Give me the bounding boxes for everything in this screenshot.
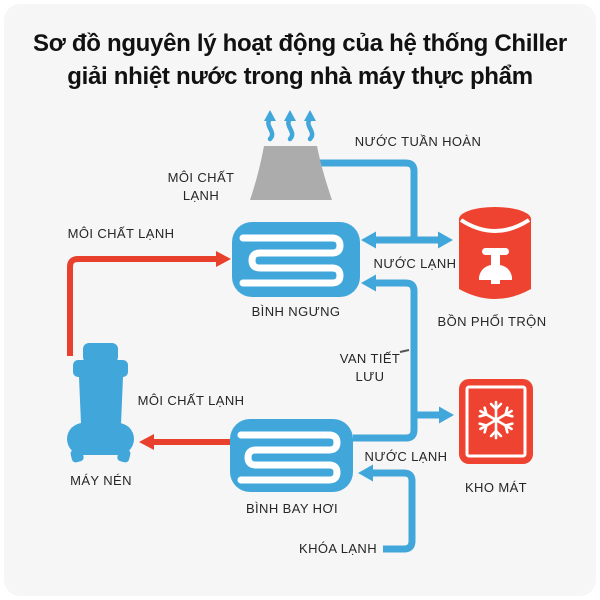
label-refrigerant-tower: MÔI CHẤT LẠNH bbox=[167, 170, 235, 203]
cold-lock-pipe bbox=[371, 469, 416, 553]
arrow-into-cold-storage-icon bbox=[439, 406, 454, 424]
label-refrigerant-condenser: MÔI CHẤT LẠNH bbox=[67, 226, 175, 241]
condenser-unit bbox=[232, 222, 360, 297]
arrow-into-evaporator-icon bbox=[358, 464, 373, 482]
label-cold-water-evaporator: NƯỚC LẠNH bbox=[364, 449, 448, 464]
cold-storage-inner-border bbox=[465, 385, 527, 458]
compressor-to-condenser-pipe bbox=[67, 256, 217, 356]
label-compressor: MÁY NÉN bbox=[70, 473, 132, 488]
expansion-pipe bbox=[353, 279, 418, 442]
arrow-into-condenser-top-icon bbox=[361, 231, 376, 249]
page-title-line2: giải nhiệt nước trong nhà máy thực phẩm bbox=[67, 63, 533, 90]
label-condenser: BÌNH NGƯNG bbox=[251, 304, 341, 319]
arrow-into-compressor-icon bbox=[139, 434, 154, 450]
evaporator-coil-icon bbox=[237, 431, 341, 484]
refrigerant-circuit bbox=[67, 251, 231, 450]
tower-pipe bbox=[316, 159, 418, 243]
arrow-into-tank-icon bbox=[438, 231, 453, 249]
mixer-tank-icon bbox=[459, 207, 531, 299]
label-mixing-tank: BỒN PHỐI TRỘN bbox=[437, 314, 547, 329]
water-arrowheads bbox=[358, 231, 454, 482]
water-pipes bbox=[316, 159, 440, 553]
condenser-coil-icon bbox=[239, 234, 344, 287]
page-title: Sơ đồ nguyên lý hoạt động của hệ thống C… bbox=[0, 27, 600, 93]
cooling-tower-icon bbox=[250, 146, 332, 200]
cold-storage-unit bbox=[459, 379, 533, 464]
page-title-line1: Sơ đồ nguyên lý hoạt động của hệ thống C… bbox=[33, 30, 567, 57]
mixer-blade-icon bbox=[479, 248, 512, 284]
arrow-into-condenser-left-icon bbox=[216, 251, 231, 267]
label-circulating-water: NƯỚC TUẦN HOÀN bbox=[354, 134, 482, 149]
label-cold-lock: KHÓA LẠNH bbox=[298, 541, 378, 556]
evaporator-unit bbox=[230, 419, 353, 492]
label-expansion-valve: VAN TIẾT LƯU bbox=[339, 351, 401, 384]
steam-arrows-icon bbox=[264, 110, 316, 142]
valve-tick-icon bbox=[399, 349, 410, 353]
label-refrigerant-compressor: MÔI CHẤT LẠNH bbox=[137, 393, 245, 408]
label-cold-water-condenser: NƯỚC LẠNH bbox=[373, 256, 457, 271]
label-evaporator: BÌNH BAY HƠI bbox=[245, 501, 339, 516]
label-cold-storage: KHO MÁT bbox=[464, 480, 528, 495]
diagram-canvas bbox=[4, 4, 596, 596]
compressor-icon bbox=[67, 343, 134, 463]
arrow-into-condenser-bottom-icon bbox=[361, 274, 376, 292]
